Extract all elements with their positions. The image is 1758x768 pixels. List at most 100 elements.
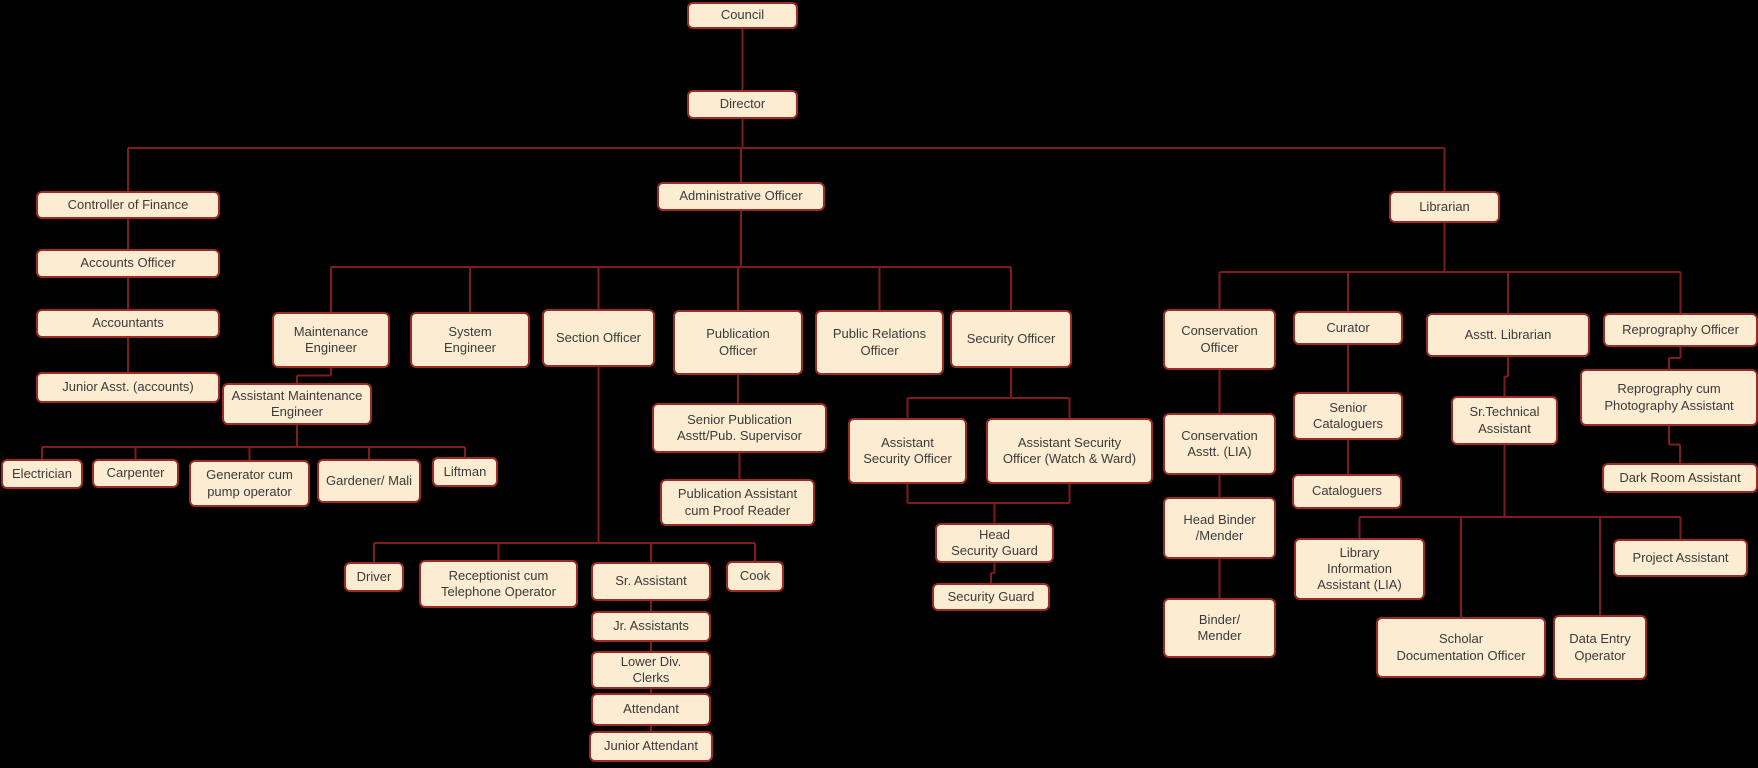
org-node-senior_publication_asstt: Senior Publication Asstt/Pub. Supervisor (652, 403, 827, 453)
org-node-cook: Cook (726, 561, 784, 592)
org-node-data_entry_operator: Data Entry Operator (1553, 615, 1647, 680)
org-node-label: Head Binder /Mender (1179, 511, 1259, 546)
org-node-administrative_officer: Administrative Officer (657, 182, 825, 211)
org-node-controller_of_finance: Controller of Finance (36, 191, 220, 219)
org-node-label: Library Information Assistant (LIA) (1313, 544, 1406, 595)
org-node-label: Publication Officer (702, 325, 774, 360)
org-node-carpenter: Carpenter (92, 459, 179, 488)
org-node-senior_cataloguers: Senior Cataloguers (1293, 392, 1403, 440)
org-node-label: Assistant Security Officer (859, 434, 956, 469)
org-node-conservation_officer: Conservation Officer (1163, 309, 1276, 370)
org-node-scholar_documentation_officer: Scholar Documentation Officer (1376, 617, 1546, 678)
org-node-publication_officer: Publication Officer (673, 310, 803, 375)
org-node-label: Council (717, 6, 768, 24)
org-node-label: Security Officer (963, 330, 1060, 348)
org-node-label: Receptionist cum Telephone Operator (437, 567, 560, 602)
org-node-conservation_asstt_lia: Conservation Asstt. (LIA) (1163, 413, 1276, 475)
org-node-label: Cataloguers (1308, 482, 1386, 500)
org-node-junior_attendant: Junior Attendant (589, 731, 713, 762)
org-node-generator_cum_pump_operator: Generator cum pump operator (189, 460, 310, 507)
org-node-head_binder_mender: Head Binder /Mender (1163, 497, 1276, 559)
org-node-label: Junior Attendant (600, 737, 702, 755)
org-node-label: Conservation Officer (1177, 322, 1262, 357)
org-node-cataloguers: Cataloguers (1292, 474, 1402, 509)
org-node-label: Controller of Finance (64, 196, 193, 214)
org-node-junior_asst_accounts: Junior Asst. (accounts) (36, 372, 220, 403)
org-node-jr_assistants: Jr. Assistants (591, 611, 711, 642)
org-node-label: Senior Cataloguers (1309, 399, 1387, 434)
org-node-label: Administrative Officer (675, 187, 806, 205)
org-node-label: Maintenance Engineer (290, 323, 372, 358)
org-node-label: Security Guard (944, 588, 1039, 606)
org-node-gardener_mali: Gardener/ Mali (317, 459, 421, 503)
org-node-label: Senior Publication Asstt/Pub. Supervisor (673, 411, 806, 446)
org-node-reprography_officer: Reprography Officer (1603, 313, 1758, 347)
org-node-label: Assistant Security Officer (Watch & Ward… (999, 434, 1140, 469)
org-node-section_officer: Section Officer (542, 309, 655, 367)
org-node-lower_div_clerks: Lower Div. Clerks (591, 651, 711, 689)
org-node-label: Scholar Documentation Officer (1392, 630, 1529, 665)
org-node-label: Data Entry Operator (1565, 630, 1634, 665)
org-node-librarian: Librarian (1389, 191, 1500, 223)
org-node-attendant: Attendant (591, 693, 711, 726)
org-node-public_relations_officer: Public Relations Officer (815, 310, 944, 375)
org-node-label: Reprography cum Photography Assistant (1600, 380, 1737, 415)
org-node-director: Director (687, 90, 798, 119)
org-node-curator: Curator (1293, 311, 1403, 345)
org-node-electrician: Electrician (1, 459, 83, 489)
org-node-label: Attendant (619, 700, 683, 718)
org-node-sr_technical_assistant: Sr.Technical Assistant (1451, 396, 1558, 445)
org-node-label: Curator (1322, 319, 1373, 337)
org-node-label: Sr. Assistant (611, 572, 691, 590)
org-node-liftman: Liftman (432, 457, 498, 487)
org-node-project_assistant: Project Assistant (1613, 539, 1748, 577)
org-node-label: Public Relations Officer (829, 325, 930, 360)
org-node-label: Publication Assistant cum Proof Reader (674, 485, 801, 520)
org-node-accountants: Accountants (36, 309, 220, 338)
org-node-label: Asstt. Librarian (1461, 326, 1556, 344)
org-node-label: Accountants (88, 314, 168, 332)
org-node-label: Carpenter (103, 464, 169, 482)
org-node-publication_assistant_proof_reader: Publication Assistant cum Proof Reader (660, 479, 815, 526)
org-node-label: Sr.Technical Assistant (1465, 403, 1543, 438)
org-node-label: Generator cum pump operator (202, 466, 297, 501)
org-node-label: Driver (353, 568, 396, 586)
org-node-dark_room_assistant: Dark Room Assistant (1602, 463, 1758, 493)
org-node-label: Project Assistant (1628, 549, 1732, 567)
org-node-label: Librarian (1415, 198, 1474, 216)
org-node-label: Reprography Officer (1618, 321, 1743, 339)
org-node-label: Junior Asst. (accounts) (58, 378, 198, 396)
org-node-label: Lower Div. Clerks (617, 653, 685, 688)
org-node-binder_mender: Binder/ Mender (1163, 598, 1276, 658)
org-node-security_officer: Security Officer (950, 310, 1072, 368)
org-node-label: Liftman (440, 463, 491, 481)
org-node-label: Assistant Maintenance Engineer (228, 387, 367, 422)
org-node-council: Council (687, 2, 798, 29)
org-node-head_security_guard: Head Security Guard (935, 523, 1054, 563)
org-node-label: Dark Room Assistant (1615, 469, 1744, 487)
org-node-driver: Driver (344, 562, 404, 592)
org-node-accounts_officer: Accounts Officer (36, 249, 220, 278)
org-node-label: Cook (736, 567, 774, 585)
org-node-label: Section Officer (552, 329, 645, 347)
org-node-library_information_assistant: Library Information Assistant (LIA) (1294, 538, 1425, 600)
org-node-assistant_security_officer: Assistant Security Officer (848, 418, 967, 484)
org-node-label: Jr. Assistants (609, 617, 693, 635)
org-node-assistant_maintenance_engineer: Assistant Maintenance Engineer (222, 383, 372, 425)
org-node-receptionist_cum_telephone_operator: Receptionist cum Telephone Operator (419, 560, 578, 608)
org-node-label: System Engineer (440, 323, 500, 358)
org-node-label: Head Security Guard (947, 526, 1042, 561)
org-node-label: Gardener/ Mali (322, 472, 416, 490)
org-node-sr_assistant: Sr. Assistant (591, 562, 711, 601)
org-node-label: Accounts Officer (76, 254, 179, 272)
org-node-label: Binder/ Mender (1193, 611, 1245, 646)
org-node-system_engineer: System Engineer (410, 312, 530, 368)
org-node-security_guard: Security Guard (932, 583, 1050, 611)
org-node-reprography_cum_photography_assistant: Reprography cum Photography Assistant (1580, 369, 1758, 426)
org-node-maintenance_engineer: Maintenance Engineer (272, 312, 390, 368)
org-node-label: Conservation Asstt. (LIA) (1177, 427, 1262, 462)
org-node-label: Director (716, 95, 770, 113)
org-node-asstt_librarian: Asstt. Librarian (1426, 313, 1590, 357)
org-node-label: Electrician (8, 465, 76, 483)
